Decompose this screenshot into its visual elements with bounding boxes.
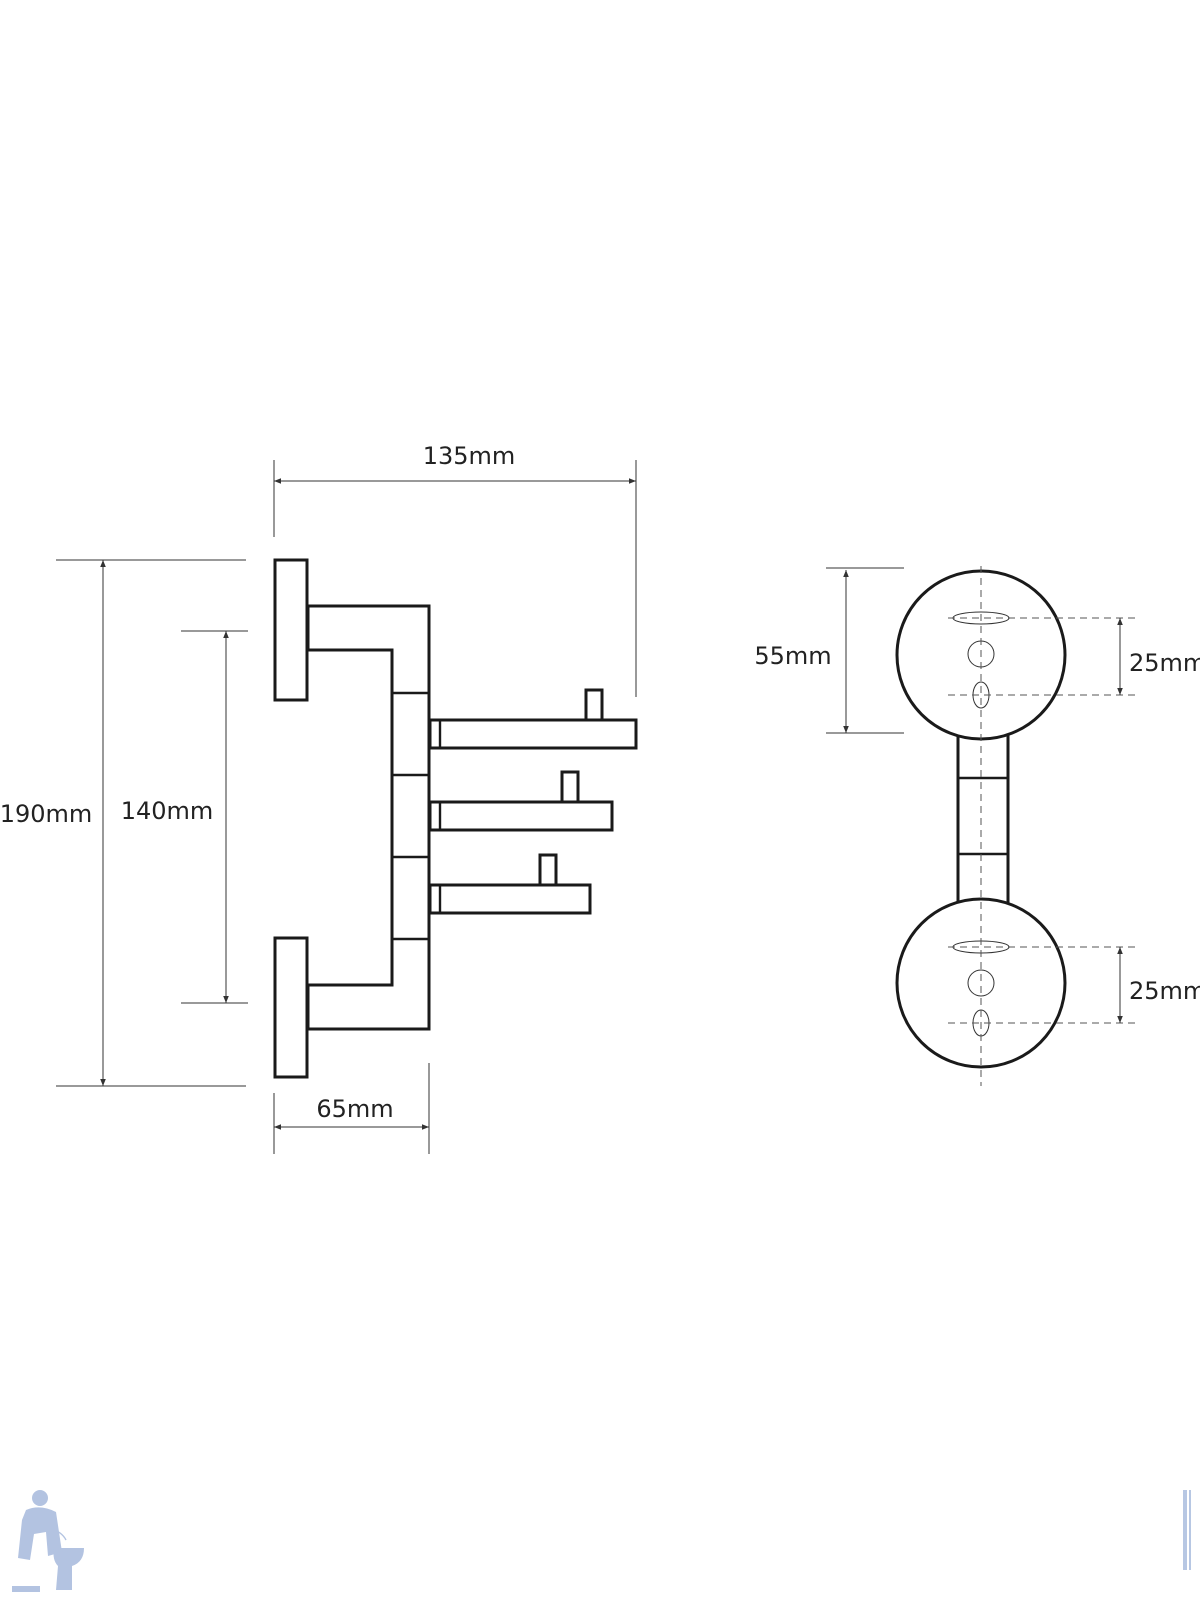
label-65mm: 65mm <box>316 1095 393 1123</box>
dimension-bottom-hole-spacing: 25mm <box>1117 947 1200 1023</box>
hook-arm-top <box>428 688 638 750</box>
label-190mm: 190mm <box>0 800 92 828</box>
dimension-depth-base: 65mm <box>273 1063 430 1154</box>
front-plate-bottom <box>895 897 1067 1069</box>
dimension-plate-diameter: 55mm <box>754 567 904 734</box>
screw-hole-bottom <box>967 969 995 997</box>
label-135mm: 135mm <box>423 442 516 470</box>
side-view: 135mm 190mm 140mm 65mm <box>0 442 638 1154</box>
wall-plate-top <box>273 558 309 702</box>
dimension-height-total: 190mm <box>0 559 246 1087</box>
front-view: 55mm 25mm 25mm <box>754 566 1200 1086</box>
hook-arm-bottom <box>428 853 592 915</box>
vertical-watermark <box>1183 1490 1191 1570</box>
hook-arm-middle <box>428 770 614 832</box>
dimension-hole-spacing: 140mm <box>121 630 248 1004</box>
label-140mm: 140mm <box>121 797 214 825</box>
label-25mm-top: 25mm <box>1129 649 1200 677</box>
label-25mm-bottom: 25mm <box>1129 977 1200 1005</box>
label-55mm: 55mm <box>754 642 831 670</box>
wall-plate-bottom <box>273 936 309 1079</box>
dimension-width-total: 135mm <box>273 442 637 697</box>
wall-bracket <box>306 604 431 1031</box>
plumber-with-toilet-icon <box>12 1490 84 1592</box>
front-bar <box>956 718 1010 920</box>
dimension-top-hole-spacing: 25mm <box>1117 618 1200 695</box>
